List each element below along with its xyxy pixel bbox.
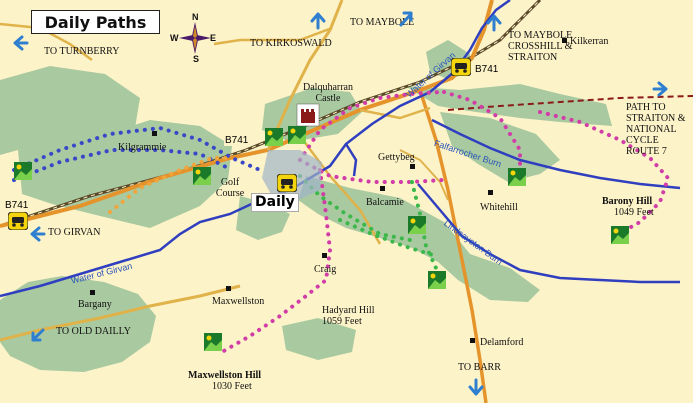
marker-whitehill: [488, 190, 493, 195]
compass-rose-icon: N S E W: [170, 12, 217, 64]
label-maxwellston: Maxwellston: [212, 296, 265, 307]
road-label-b741-west: B741: [4, 200, 30, 211]
road-label-b741-centre: B741: [224, 135, 250, 146]
arrow-up-right-icon: [399, 11, 413, 27]
arrow-up-icon: [486, 14, 502, 32]
road-label-b741-north: B741: [474, 64, 500, 75]
viewpoint-icon: [14, 162, 32, 180]
marker-bargany: [90, 290, 95, 295]
map-title: Daily Paths: [31, 10, 160, 34]
label-balcamie: Balcamie: [366, 197, 404, 208]
label-craig: Craig: [314, 264, 337, 275]
arrow-up-icon: [310, 12, 326, 30]
compass-west: W: [170, 33, 179, 43]
viewpoint-icon: [193, 167, 211, 185]
car-park-icon-daily: [277, 174, 297, 192]
label-bargany: Bargany: [78, 299, 112, 310]
compass-south: S: [193, 54, 200, 64]
arrow-down-left-icon: [31, 328, 45, 342]
car-park-icon-north: [451, 58, 471, 76]
label-barony-hill-height: 1049 Feet: [614, 207, 654, 218]
label-barony-hill: Barony Hill: [602, 196, 653, 207]
label-maybole-crosshill-straiton: TO MAYBOLE CROSSHILL & STRAITON: [508, 30, 573, 63]
arrow-down-icon: [468, 378, 484, 396]
label-golf-course: Golf Course: [215, 177, 245, 199]
viewpoint-icon: [611, 226, 629, 244]
label-path-to-straiton: PATH TO STRAITON & NATIONAL CYCLE ROUTE …: [626, 102, 686, 157]
compass-north: N: [192, 12, 199, 22]
arrow-left-icon: [13, 35, 29, 51]
compass-east: E: [210, 33, 217, 43]
viewpoint-icon: [428, 271, 446, 289]
label-hadyard-hill-height: 1059 Feet: [322, 316, 362, 327]
label-whitehill: Whitehill: [480, 202, 518, 213]
viewpoint-icon: [408, 216, 426, 234]
label-maybole: TO MAYBOLE: [350, 17, 415, 28]
viewpoint-icon: [265, 128, 283, 146]
label-to-old-dailly: TO OLD DAILLY: [56, 326, 131, 337]
label-kirkoswald: TO KIRKOSWALD: [250, 38, 332, 49]
label-delamford: Delamford: [480, 337, 524, 348]
label-kilkerran: Kilkerran: [570, 36, 609, 47]
car-park-icon-west: [8, 212, 28, 230]
viewpoint-icon: [204, 333, 222, 351]
label-maxwellston-hill-height: 1030 Feet: [212, 381, 252, 392]
arrow-right-icon: [652, 81, 668, 97]
marker-balcamie: [380, 186, 385, 191]
label-to-barr: TO BARR: [458, 362, 501, 373]
marker-maxwellston: [226, 286, 231, 291]
label-maxwellston-hill: Maxwellston Hill: [188, 370, 262, 381]
castle-icon: [296, 103, 320, 127]
town-label-daily: Daily: [251, 193, 299, 212]
label-to-girvan: TO GIRVAN: [48, 227, 101, 238]
label-kilgrammie: Kilgrammie: [118, 142, 167, 153]
marker-gettybeg: [410, 164, 415, 169]
marker-craig: [322, 253, 327, 258]
marker-kilgrammie: [152, 131, 157, 136]
label-turnberry: TO TURNBERRY: [44, 46, 120, 57]
marker-delamford: [470, 338, 475, 343]
arrow-left-icon: [30, 226, 46, 242]
label-gettybeg: Gettybeg: [378, 152, 415, 163]
viewpoint-icon: [508, 168, 526, 186]
label-hadyard-hill: Hadyard Hill: [322, 305, 375, 316]
marker-kilkerran: [562, 38, 567, 43]
viewpoint-icon: [288, 126, 306, 144]
label-dalquharran-castle: Dalquharran Castle: [303, 82, 353, 104]
